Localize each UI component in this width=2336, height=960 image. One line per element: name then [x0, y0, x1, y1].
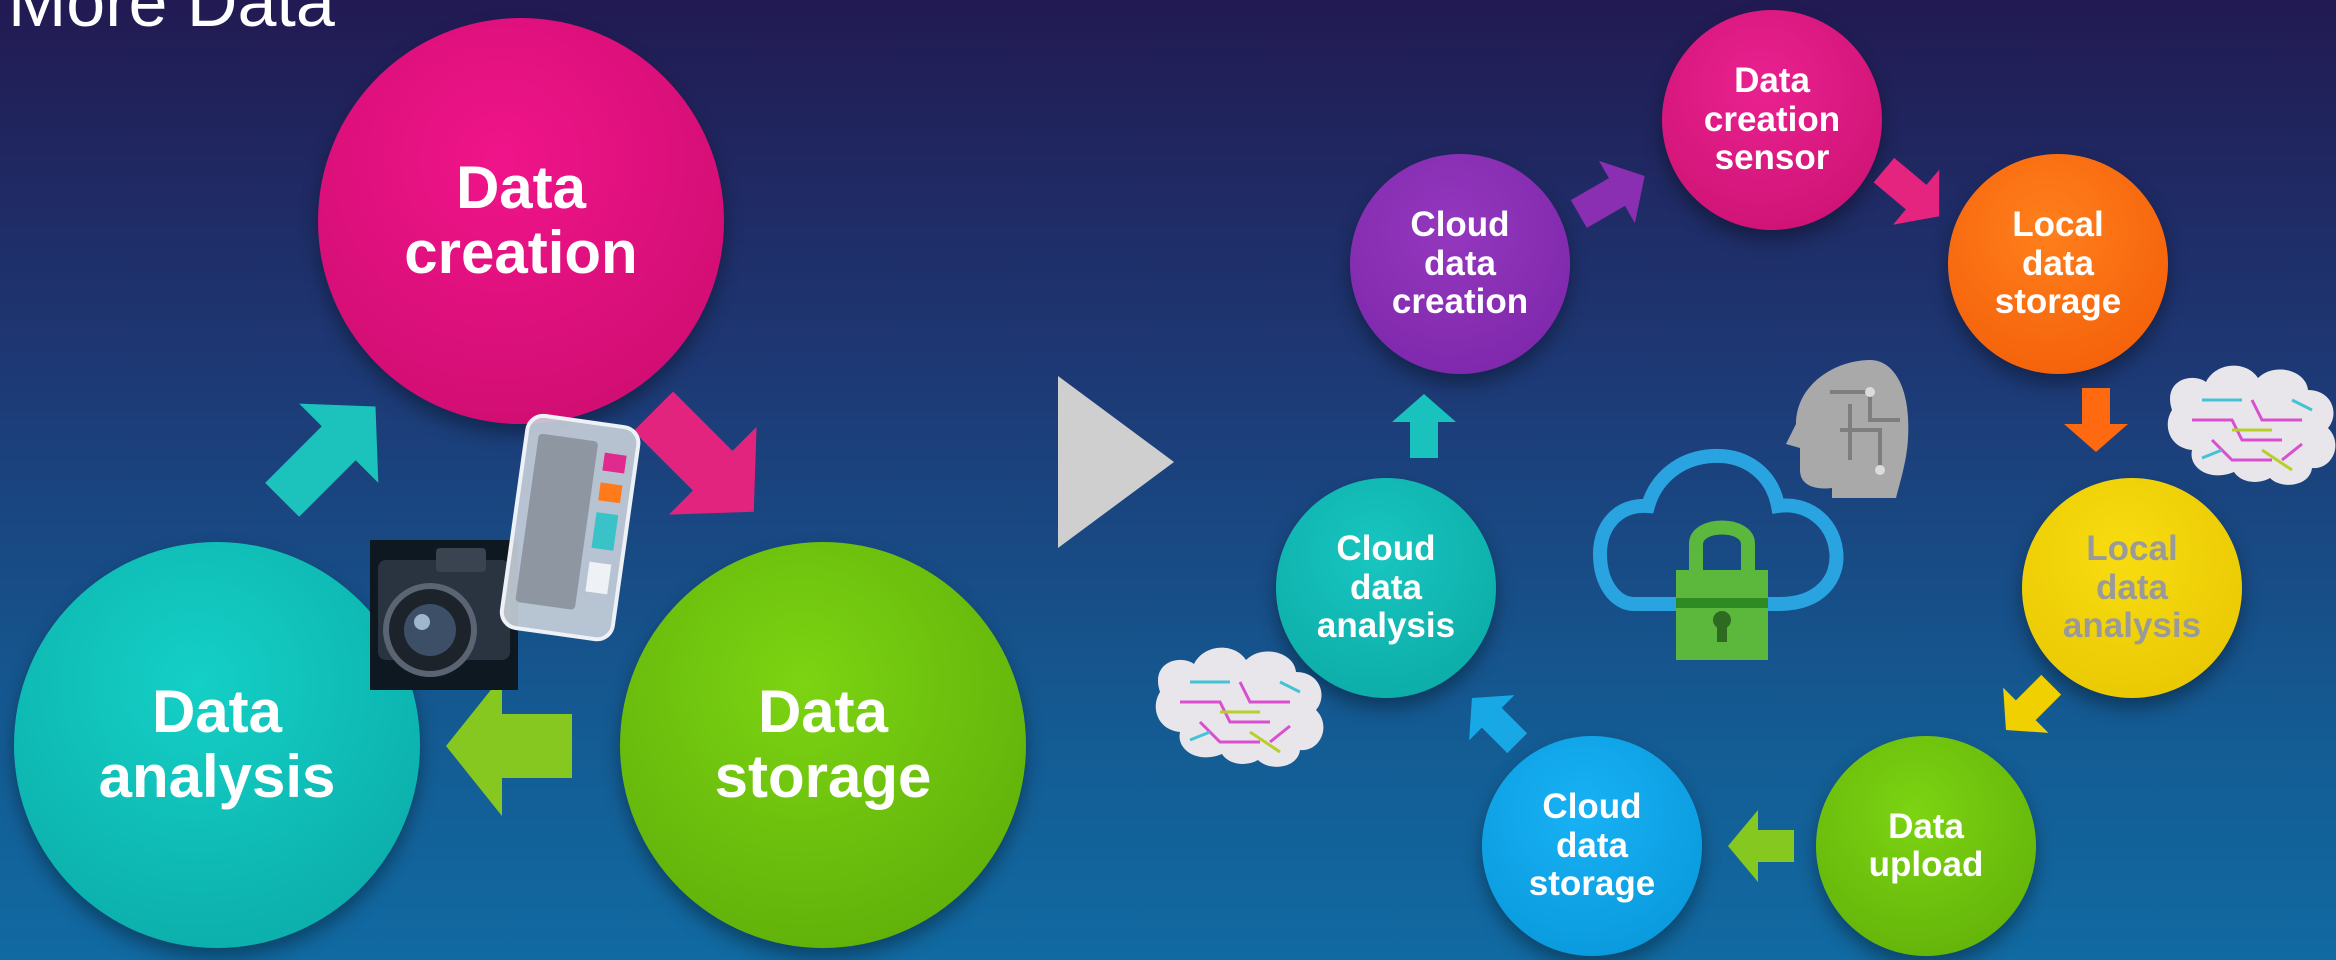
- arrow-storage-to-analysis: [446, 676, 572, 816]
- local-data-storage-label-2: data: [2022, 243, 2094, 283]
- arrow-analysis-to-creation: [265, 403, 379, 517]
- local-data-analysis-circle: Local data analysis: [2022, 478, 2242, 698]
- data-storage-label-1: Data: [757, 678, 889, 746]
- data-upload-label-2: upload: [1868, 845, 1984, 884]
- cloud-data-analysis-circle: Cloud data analysis: [1276, 478, 1496, 698]
- cloud-data-creation-label-3: creation: [1391, 282, 1529, 322]
- arrow-upload-to-cloud-storage: [1728, 810, 1794, 882]
- data-creation-circle: Data creation: [318, 18, 724, 424]
- data-creation-label-1: Data: [455, 154, 587, 222]
- arrow-local-storage-to-local-analysis: [2064, 388, 2128, 452]
- cloud-lock-icon: [1592, 448, 1844, 660]
- cloud-data-creation-label-1: Cloud: [1410, 205, 1510, 245]
- local-data-storage-label-3: storage: [1994, 282, 2122, 322]
- data-creation-label-2: creation: [404, 219, 638, 286]
- data-creation-sensor-label-2: creation: [1703, 99, 1841, 139]
- arrow-sensor-to-local-storage: [1873, 157, 1940, 225]
- local-data-analysis-label-3: analysis: [2062, 606, 2202, 646]
- phone-xray-icon: [499, 413, 641, 642]
- brain-circuit-icon: [1155, 647, 1324, 767]
- data-creation-sensor-circle: Data creation sensor: [1662, 10, 1882, 230]
- data-analysis-label-1: Data: [151, 678, 283, 746]
- cloud-data-storage-circle: Cloud data storage: [1482, 736, 1702, 956]
- cloud-data-analysis-label-3: analysis: [1316, 606, 1456, 646]
- data-storage-circle: Data storage: [620, 542, 1026, 948]
- cloud-data-storage-label-2: data: [1556, 825, 1628, 865]
- data-analysis-label-2: analysis: [98, 743, 336, 810]
- data-creation-sensor-label-1: Data: [1734, 61, 1810, 101]
- data-storage-label-2: storage: [714, 743, 932, 810]
- data-upload-label-1: Data: [1888, 806, 1964, 846]
- data-creation-sensor-label-3: sensor: [1714, 138, 1830, 178]
- cloud-data-analysis-label-2: data: [1350, 567, 1422, 607]
- local-data-storage-label-1: Local: [2012, 205, 2104, 245]
- ai-head-icon: [1786, 360, 1909, 498]
- arrow-cloud-creation-to-sensor: [1570, 160, 1645, 228]
- brain-circuit-icon: [2167, 365, 2336, 485]
- data-analysis-circle: Data analysis: [14, 542, 420, 948]
- cloud-data-storage-label-3: storage: [1528, 864, 1656, 904]
- data-upload-circle: Data upload: [1816, 736, 2036, 956]
- local-data-analysis-label-2: data: [2096, 567, 2168, 607]
- cloud-data-creation-circle: Cloud data creation: [1350, 154, 1570, 374]
- play-triangle-icon: [1058, 376, 1174, 548]
- arrow-cloud-analysis-to-cloud-creation: [1392, 394, 1456, 458]
- page-title: More Data: [8, 0, 335, 41]
- cloud-data-creation-label-2: data: [1424, 243, 1496, 283]
- arrow-local-analysis-to-upload: [2003, 674, 2062, 733]
- local-data-analysis-label-1: Local: [2086, 529, 2178, 569]
- cloud-data-analysis-label-1: Cloud: [1336, 529, 1436, 569]
- cloud-data-storage-label-1: Cloud: [1542, 787, 1642, 827]
- local-data-storage-circle: Local data storage: [1948, 154, 2168, 374]
- camera-icon: [370, 540, 518, 690]
- arrow-creation-to-storage: [633, 391, 757, 515]
- arrow-cloud-storage-to-cloud-analysis: [1469, 695, 1528, 754]
